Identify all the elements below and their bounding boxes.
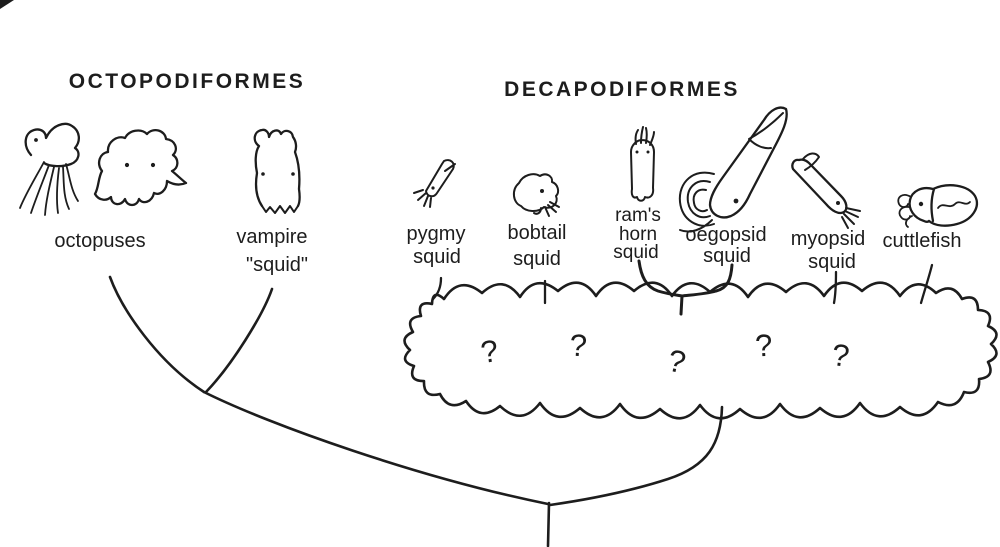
label-vampire-line1: vampire	[236, 226, 307, 248]
vampire-squid-arm-fringe	[261, 205, 299, 214]
label-oegopsid-line1: oegopsid	[685, 224, 766, 246]
label-bobtail-line2: squid	[513, 248, 561, 270]
question-mark: ?	[569, 328, 588, 364]
rams-horn-oegopsid-brace	[637, 259, 734, 316]
question-mark: ?	[479, 333, 501, 370]
decapodiformes-to-root-branch	[548, 405, 724, 507]
vampire-squid-branch	[204, 287, 274, 394]
oegopsid-squid-body	[708, 106, 788, 219]
rams-horn-squid-drawing	[630, 126, 655, 202]
pygmy-squid-drawing	[413, 159, 456, 208]
octopodiformes-to-root-branch	[202, 390, 550, 506]
question-mark: ?	[754, 328, 773, 364]
cuttlefish-stem	[919, 263, 934, 305]
pygmy-squid-stem	[431, 276, 443, 301]
pygmy-squid-eye	[431, 186, 435, 190]
rams-horn-squid-right-eye	[646, 150, 650, 154]
page-corner-mark	[0, 0, 14, 9]
group-title-octopodiformes: OCTOPODIFORMES	[69, 70, 305, 93]
octopuses-branch	[108, 275, 206, 394]
vampire-squid-drawing	[253, 128, 301, 214]
dumbo-octopus-drawing	[93, 128, 188, 207]
myopsid-squid-body	[791, 158, 848, 215]
dumbo-octopus-right-eye	[150, 162, 156, 168]
label-pygmy-line2: squid	[413, 246, 461, 268]
question-mark: ?	[830, 337, 851, 374]
cuttlefish-eye	[918, 201, 924, 207]
label-myopsid-line2: squid	[808, 251, 856, 273]
rams-horn-squid-left-eye	[635, 150, 639, 154]
root-stem	[546, 501, 551, 547]
label-vampire-line2: "squid"	[246, 254, 308, 276]
octopus-arms	[19, 161, 79, 216]
label-pygmy-line1: pygmy	[407, 223, 466, 245]
label-rams-horn-line1: ram's	[615, 205, 661, 226]
oegopsid-squid-curled-arms	[678, 171, 715, 233]
vampire-squid-left-eye	[261, 172, 265, 176]
octopus-mantle-outline	[24, 122, 80, 168]
question-mark: ?	[665, 343, 689, 381]
vampire-squid-outline	[253, 128, 301, 208]
bobtail-squid-outline	[513, 173, 560, 217]
pygmy-squid-outline	[413, 159, 456, 208]
rams-horn-squid-outline	[630, 126, 655, 202]
myopsid-squid-fin-and-tentacles	[802, 152, 861, 229]
vampire-squid-right-eye	[291, 172, 295, 176]
uncertainty-question-marks: ? ? ? ? ?	[479, 328, 852, 381]
bobtail-squid-drawing	[513, 173, 560, 217]
cuttlefish-fin-wave-and-tentacles	[897, 194, 971, 228]
cuttlefish-drawing	[897, 184, 978, 228]
label-rams-horn-line2: horn	[619, 224, 657, 245]
taxa-cloud-connectors	[431, 259, 934, 316]
label-myopsid-line1: myopsid	[791, 228, 865, 250]
oegopsid-squid-fin	[748, 112, 784, 150]
group-title-decapodiformes: DECAPODIFORMES	[504, 78, 740, 101]
label-cuttlefish: cuttlefish	[883, 230, 962, 252]
label-octopuses: octopuses	[54, 230, 145, 252]
oegopsid-squid-eye	[733, 198, 739, 204]
tree-branches	[108, 275, 724, 547]
myopsid-squid-eye	[836, 201, 840, 205]
label-rams-horn-line3: squid	[613, 242, 658, 263]
myopsid-squid-stem	[832, 270, 838, 305]
uncertainty-cloud-outline	[403, 281, 998, 420]
dumbo-octopus-outline	[93, 128, 188, 207]
label-bobtail-line1: bobtail	[508, 222, 567, 244]
oegopsid-squid-drawing	[678, 106, 788, 233]
myopsid-squid-drawing	[791, 152, 861, 229]
cuttlefish-body	[908, 184, 978, 227]
label-oegopsid-line2: squid	[703, 245, 751, 267]
octopus-flowing-drawing	[19, 122, 80, 216]
bobtail-squid-eye	[540, 189, 544, 193]
dumbo-octopus-left-eye	[124, 162, 130, 168]
octopus-eye	[34, 138, 38, 142]
